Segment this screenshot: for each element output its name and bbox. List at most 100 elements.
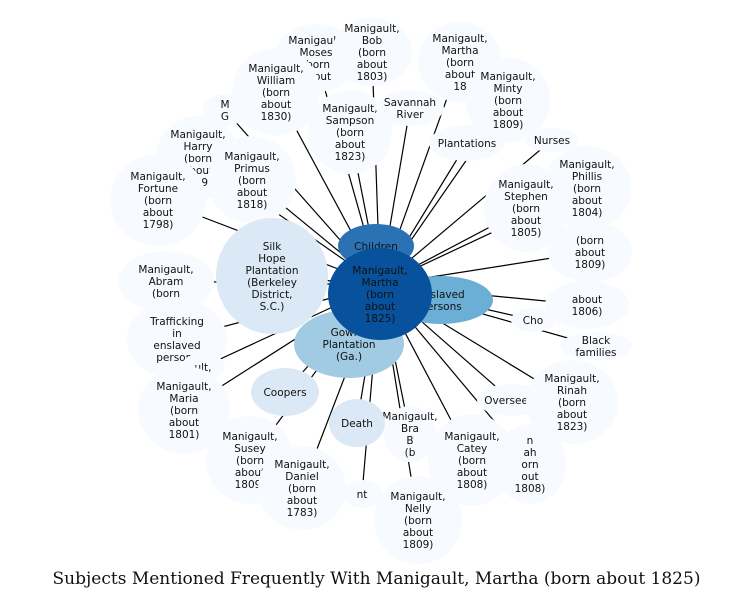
node-daniel-shape: [258, 446, 346, 530]
node-minty-label: (born: [494, 95, 522, 107]
node-catey-label: 1808): [457, 479, 488, 491]
node-martha_b-label: 18: [453, 81, 466, 93]
node-cho[interactable]: Cho: [511, 308, 555, 332]
node-phillis-label: (born: [573, 183, 601, 195]
node-maria-shape: [138, 366, 230, 454]
node-rinah-label: 1823): [557, 421, 588, 433]
node-minty-label: 1809): [493, 119, 524, 131]
node-cho-label: Cho: [523, 315, 543, 327]
node-abram-shape: [118, 251, 214, 311]
node-moses-label: Moses: [300, 47, 333, 59]
node-william-shape: [232, 48, 320, 136]
node-savannah-shape: [376, 90, 444, 126]
node-primus-label: about: [237, 187, 267, 199]
node-martha_b-label: (born: [446, 57, 474, 69]
node-maria-label: (born: [170, 405, 198, 417]
node-nurses[interactable]: Nurses: [526, 128, 578, 152]
node-abram[interactable]: Manigault,Abram(born: [118, 251, 214, 311]
node-rinah-shape: [526, 360, 618, 444]
node-death-shape: [329, 399, 385, 447]
node-about1806-label: 1806): [572, 306, 603, 318]
graph-caption: Subjects Mentioned Frequently With Manig…: [52, 569, 701, 589]
node-martha-label: about: [365, 301, 395, 313]
node-daniel-label: (born: [288, 483, 316, 495]
node-silk_hope[interactable]: SilkHopePlantation(BerkeleyDistrict,S.C.…: [216, 218, 328, 334]
node-susey-label: Manigault,: [222, 431, 277, 443]
node-death[interactable]: Death: [329, 399, 385, 447]
node-rinah-label: Rinah: [557, 385, 587, 397]
node-abram-label: (born: [152, 288, 180, 300]
node-death-label: Death: [341, 418, 373, 430]
node-minty-shape: [466, 58, 550, 142]
node-harry-label: Harry: [184, 141, 213, 153]
node-sampson-label: about: [335, 139, 365, 151]
node-stephen-label: Stephen: [504, 191, 548, 203]
node-savannah-label: Savannah: [384, 97, 436, 109]
node-catey-label: Catey: [457, 443, 488, 455]
node-coopers[interactable]: Coopers: [251, 368, 319, 416]
graph-nodes: Manigault,Moses(bornaboutManigault,Bob(b…: [110, 18, 632, 564]
node-nelly-label: (born: [404, 515, 432, 527]
node-overseers-label: Overseers: [484, 395, 537, 407]
node-catey-shape: [428, 414, 516, 506]
node-daniel-label: Manigault,: [274, 459, 329, 471]
node-rinah-label: about: [557, 409, 587, 421]
node-fortune-label: about: [143, 207, 173, 219]
node-william-label: about: [261, 99, 291, 111]
node-plantations[interactable]: Plantations: [429, 125, 505, 161]
node-martha_b-label: Manigault,: [432, 33, 487, 45]
node-m_g[interactable]: MG: [203, 94, 247, 126]
node-susey-label: (born: [236, 455, 264, 467]
node-nah-label: out: [521, 471, 538, 483]
node-silk_hope-shape: [216, 218, 328, 334]
node-bob-label: about: [357, 59, 387, 71]
node-brave-label: (b: [405, 447, 416, 459]
node-nelly-label: Nelly: [405, 503, 431, 515]
node-brave-label: B: [406, 435, 413, 447]
node-nt[interactable]: nt: [342, 480, 382, 508]
node-sampson-label: Manigault,: [322, 103, 377, 115]
node-m_g-label: M: [220, 99, 229, 111]
node-martha-label: Martha: [361, 277, 398, 289]
node-savannah-label: River: [396, 109, 424, 121]
node-nah-label: orn: [521, 459, 538, 471]
node-gowrie-label: Plantation: [322, 339, 375, 351]
node-plantations-shape: [429, 125, 505, 161]
node-catey-label: (born: [458, 455, 486, 467]
node-born1809r-label: (born: [576, 235, 604, 247]
node-abram-label: Manigault,: [138, 264, 193, 276]
node-stephen-label: 1805): [511, 227, 542, 239]
node-daniel-label: about: [287, 495, 317, 507]
node-stephen-label: (born: [512, 203, 540, 215]
node-maria-label: Maria: [169, 393, 198, 405]
node-nelly-label: Manigault,: [390, 491, 445, 503]
node-catey-label: about: [457, 467, 487, 479]
node-nah-label: n: [527, 435, 534, 447]
node-william-label: 1830): [261, 111, 292, 123]
node-daniel-label: Daniel: [285, 471, 318, 483]
node-william-label: Manigault,: [248, 63, 303, 75]
node-trafficking-label: Trafficking: [149, 316, 204, 328]
node-phillis-label: Phillis: [572, 171, 602, 183]
